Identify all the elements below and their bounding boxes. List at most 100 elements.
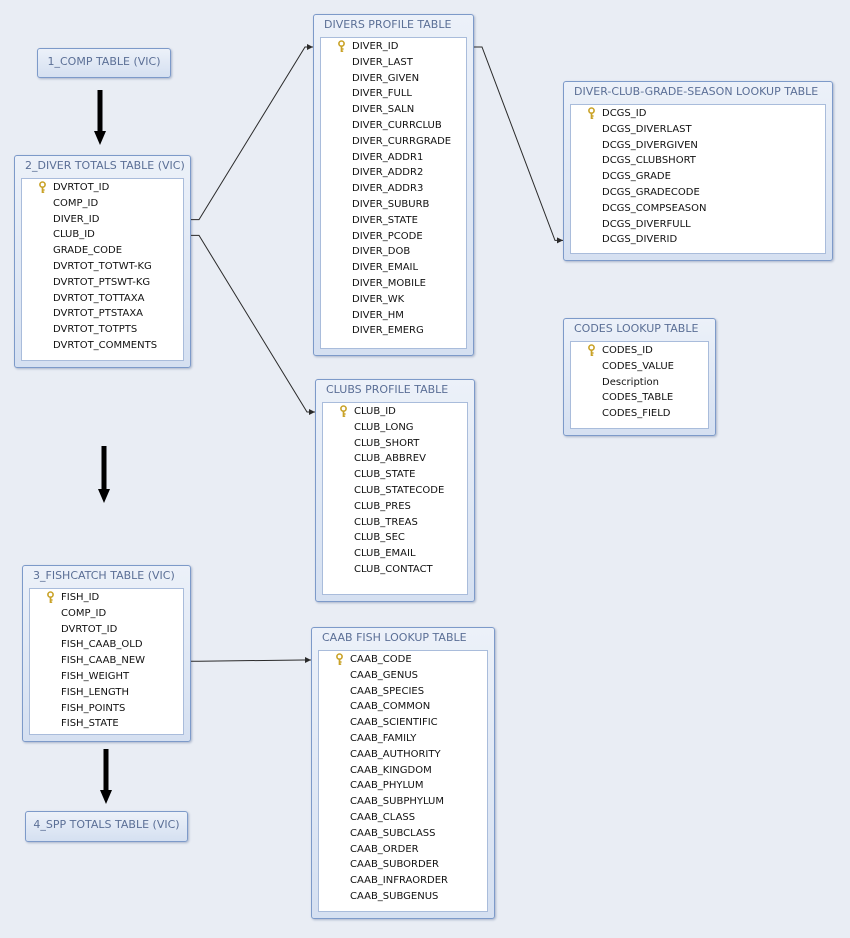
field-row[interactable]: CLUB_LONG — [323, 420, 467, 436]
field-row[interactable]: GRADE_CODE — [22, 243, 183, 259]
field-row[interactable]: DIVER_SUBURB — [321, 197, 466, 213]
field-row[interactable]: DCGS_DIVERFULL — [571, 217, 825, 233]
field-row[interactable]: CAAB_SUBPHYLUM — [319, 794, 487, 810]
field-row[interactable]: DIVER_WK — [321, 292, 466, 308]
field-row[interactable]: CLUB_ID — [323, 404, 467, 420]
field-row[interactable]: DIVER_ID — [22, 212, 183, 228]
field-row[interactable]: FISH_ID — [30, 590, 183, 606]
field-row[interactable]: DCGS_CLUBSHORT — [571, 153, 825, 169]
field-row[interactable]: CLUB_ABBREV — [323, 451, 467, 467]
table-comp[interactable]: 1_COMP TABLE (VIC) — [37, 48, 171, 78]
field-row[interactable]: CODES_TABLE — [571, 390, 708, 406]
field-row[interactable]: FISH_WEIGHT — [30, 669, 183, 685]
field-row[interactable]: DIVER_ADDR2 — [321, 165, 466, 181]
field-row[interactable]: CLUB_CONTACT — [323, 562, 467, 578]
field-name: CAAB_SUBPHYLUM — [350, 796, 445, 808]
field-name: CAAB_PHYLUM — [350, 780, 424, 792]
field-row[interactable]: CODES_VALUE — [571, 359, 708, 375]
field-row[interactable]: DVRTOT_ID — [30, 622, 183, 638]
field-row[interactable]: CAAB_ORDER — [319, 842, 487, 858]
field-row[interactable]: CODES_ID — [571, 343, 708, 359]
field-row[interactable]: DCGS_GRADE — [571, 169, 825, 185]
field-row[interactable]: DIVER_STATE — [321, 213, 466, 229]
field-row[interactable]: CAAB_PHYLUM — [319, 778, 487, 794]
field-row[interactable]: CLUB_ID — [22, 227, 183, 243]
field-row[interactable]: Description — [571, 375, 708, 391]
field-row[interactable]: CAAB_SCIENTIFIC — [319, 715, 487, 731]
field-row[interactable]: DVRTOT_ID — [22, 180, 183, 196]
field-row[interactable]: DIVER_ADDR3 — [321, 181, 466, 197]
field-row[interactable]: FISH_STATE — [30, 716, 183, 732]
field-row[interactable]: CAAB_FAMILY — [319, 731, 487, 747]
field-name: FISH_STATE — [61, 718, 119, 730]
field-name: CAAB_INFRAORDER — [350, 875, 448, 887]
field-row[interactable]: DVRTOT_TOTPTS — [22, 322, 183, 338]
field-row[interactable]: CAAB_CLASS — [319, 810, 487, 826]
field-row[interactable]: DIVER_PCODE — [321, 229, 466, 245]
field-row[interactable]: DVRTOT_PTSWT-KG — [22, 275, 183, 291]
field-row[interactable]: CAAB_AUTHORITY — [319, 747, 487, 763]
table-title: 2_DIVER TOTALS TABLE (VIC) — [25, 159, 185, 172]
field-row[interactable]: CAAB_INFRAORDER — [319, 873, 487, 889]
field-row[interactable]: DCGS_DIVERID — [571, 232, 825, 248]
field-row[interactable]: CLUB_SHORT — [323, 436, 467, 452]
field-row[interactable]: CLUB_EMAIL — [323, 546, 467, 562]
field-row[interactable]: CLUB_PRES — [323, 499, 467, 515]
field-row[interactable]: CAAB_SUBCLASS — [319, 826, 487, 842]
field-row[interactable]: CAAB_GENUS — [319, 668, 487, 684]
field-name: CAAB_CODE — [350, 654, 412, 665]
field-row[interactable]: CLUB_TREAS — [323, 515, 467, 531]
field-row[interactable]: FISH_CAAB_NEW — [30, 653, 183, 669]
field-row[interactable]: DIVER_LAST — [321, 55, 466, 71]
field-row[interactable]: DIVER_GIVEN — [321, 71, 466, 87]
field-row[interactable]: DCGS_DIVERLAST — [571, 122, 825, 138]
field-row[interactable]: DIVER_CURRGRADE — [321, 134, 466, 150]
field-row[interactable]: DIVER_SALN — [321, 102, 466, 118]
field-row[interactable]: DCGS_DIVERGIVEN — [571, 138, 825, 154]
field-row[interactable]: DVRTOT_PTSTAXA — [22, 306, 183, 322]
field-row[interactable]: DVRTOT_COMMENTS — [22, 338, 183, 354]
field-name: CODES_TABLE — [602, 392, 674, 404]
field-row[interactable]: CODES_FIELD — [571, 406, 708, 422]
field-row[interactable]: COMP_ID — [30, 606, 183, 622]
field-row[interactable]: CAAB_CODE — [319, 652, 487, 668]
field-row[interactable]: CAAB_SPECIES — [319, 684, 487, 700]
field-row[interactable]: FISH_LENGTH — [30, 685, 183, 701]
field-row[interactable]: CLUB_STATE — [323, 467, 467, 483]
field-name: DVRTOT_TOTPTS — [53, 324, 138, 336]
field-row[interactable]: CLUB_SEC — [323, 530, 467, 546]
field-row[interactable]: CLUB_STATECODE — [323, 483, 467, 499]
field-row[interactable]: DIVER_EMERG — [321, 323, 466, 339]
field-row[interactable]: DVRTOT_TOTWT-KG — [22, 259, 183, 275]
field-row[interactable]: DIVER_FULL — [321, 86, 466, 102]
field-row[interactable]: DIVER_HM — [321, 308, 466, 324]
field-row[interactable]: DVRTOT_TOTTAXA — [22, 291, 183, 307]
field-row[interactable]: DIVER_MOBILE — [321, 276, 466, 292]
field-row[interactable]: DIVER_ADDR1 — [321, 150, 466, 166]
field-name: FISH_LENGTH — [61, 686, 129, 698]
field-name: DVRTOT_TOTTAXA — [53, 292, 145, 304]
field-row[interactable]: DIVER_EMAIL — [321, 260, 466, 276]
field-row[interactable]: DCGS_GRADECODE — [571, 185, 825, 201]
field-row[interactable]: CAAB_SUBGENUS — [319, 889, 487, 905]
field-name: DIVER_CURRCLUB — [352, 120, 442, 131]
table-spp[interactable]: 4_SPP TOTALS TABLE (VIC) — [25, 811, 188, 842]
field-row[interactable]: DIVER_DOB — [321, 244, 466, 260]
field-row[interactable]: CAAB_KINGDOM — [319, 763, 487, 779]
field-row[interactable]: DCGS_ID — [571, 106, 825, 122]
field-row[interactable]: FISH_CAAB_OLD — [30, 637, 183, 653]
field-row[interactable]: DCGS_COMPSEASON — [571, 201, 825, 217]
field-row[interactable]: DIVER_CURRCLUB — [321, 118, 466, 134]
field-row[interactable]: CAAB_COMMON — [319, 699, 487, 715]
field-row[interactable]: CAAB_SUBORDER — [319, 857, 487, 873]
field-row[interactable]: DIVER_ID — [321, 39, 466, 55]
field-row[interactable]: COMP_ID — [22, 196, 183, 212]
field-row[interactable]: FISH_POINTS — [30, 701, 183, 717]
